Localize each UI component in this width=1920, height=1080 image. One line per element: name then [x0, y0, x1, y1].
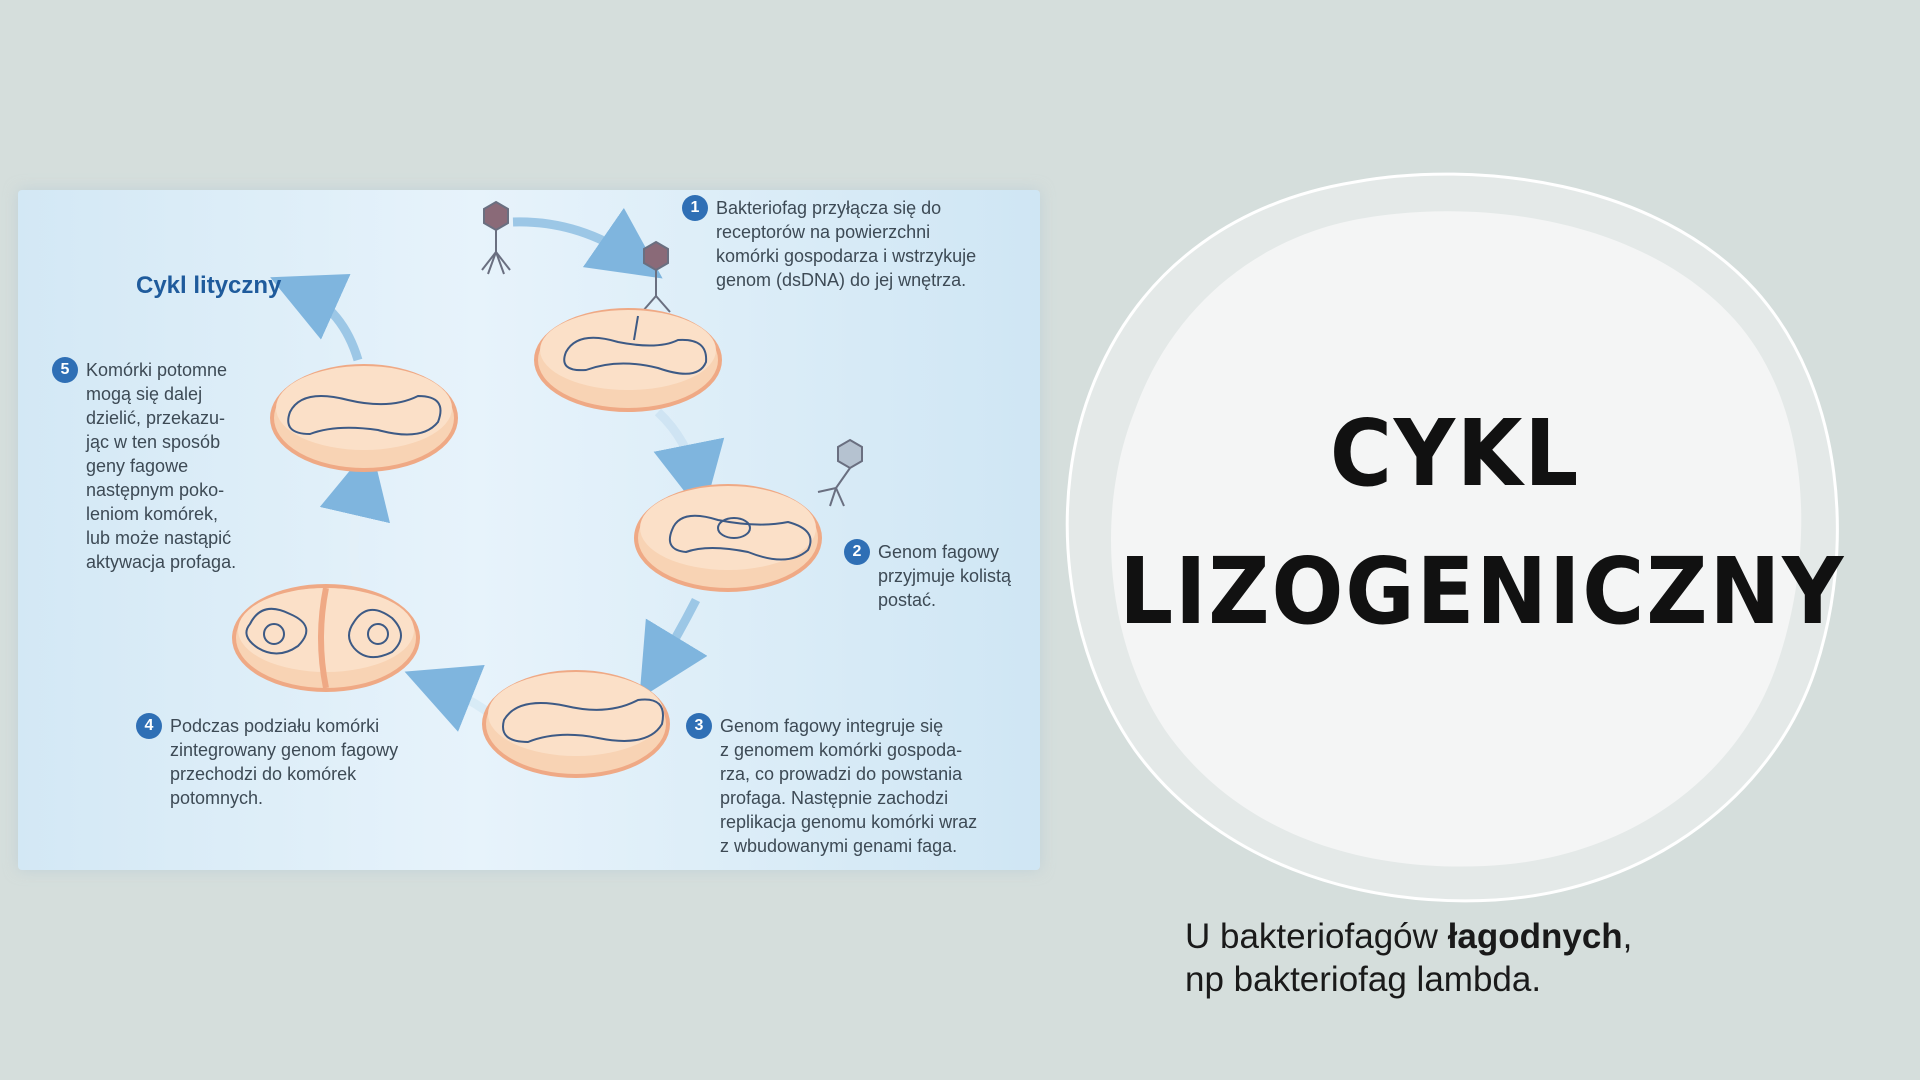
cell-step1 — [534, 308, 722, 412]
title-line-1: CYKL — [1329, 400, 1581, 507]
arrow-step2-to-step3 — [639, 597, 708, 699]
step-text: Bakteriofag przyłącza się do receptorów … — [716, 198, 977, 290]
caption-bold: łagodnych — [1447, 917, 1623, 956]
step-text: Komórki potomne mogą się dalej dzielić, … — [86, 360, 237, 572]
caption-text: U bakteriofagów łagodnych, np bakteriofa… — [1185, 915, 1632, 1001]
step-number-badge: 4 — [136, 713, 162, 739]
cell-step5 — [270, 364, 458, 472]
phage-icon-free — [481, 200, 511, 275]
caption-line-2: np bakteriofag lambda. — [1185, 960, 1542, 999]
caption-prefix: U bakteriofagów — [1185, 917, 1448, 956]
page-title: CYKL LIZOGENICZNY — [1119, 385, 1846, 661]
phage-icon-empty — [817, 438, 863, 507]
step-number-badge: 1 — [682, 195, 708, 221]
phage-icon-attached — [641, 240, 671, 313]
step-4: 4 Podczas podziału komórki zintegrowany … — [136, 713, 399, 810]
step-1: 1 Bakteriofag przyłącza się do receptoró… — [682, 195, 977, 292]
step-3: 3 Genom fagowy integruje się z genomem k… — [686, 713, 978, 858]
step-number-badge: 3 — [686, 713, 712, 739]
cell-step2 — [634, 484, 822, 592]
title-blob-shape — [1065, 172, 1839, 903]
arrow-to-lytic-cycle — [270, 273, 363, 362]
step-text: Genom fagowy integruje się z genomem kom… — [720, 716, 978, 856]
arrow-step3-to-step4 — [404, 664, 491, 732]
title-line-2: LIZOGENICZNY — [1119, 538, 1846, 645]
arrow-phage-to-cell — [512, 207, 663, 279]
step-text: Genom fagowy przyjmuje kolistą postać. — [878, 542, 1012, 610]
cell-step4-dividing — [232, 584, 420, 692]
lytic-cycle-label: Cykl lityczny — [136, 272, 282, 299]
arrow-step1-to-step2 — [653, 408, 725, 516]
arrow-step4-to-step5 — [319, 444, 390, 587]
step-text: Podczas podziału komórki zintegrowany ge… — [170, 716, 399, 808]
cell-step3 — [482, 670, 670, 778]
diagram-graphics — [232, 200, 863, 778]
step-number-badge: 5 — [52, 357, 78, 383]
step-number-badge: 2 — [844, 539, 870, 565]
step-5: 5 Komórki potomne mogą się dalej dzielić… — [52, 357, 237, 574]
caption-suffix: , — [1622, 917, 1633, 956]
step-2: 2 Genom fagowy przyjmuje kolistą postać. — [844, 539, 1012, 612]
lysogenic-cycle-diagram: Cykl lityczny 1 Bakteriofag przyłącza si… — [18, 190, 1040, 870]
